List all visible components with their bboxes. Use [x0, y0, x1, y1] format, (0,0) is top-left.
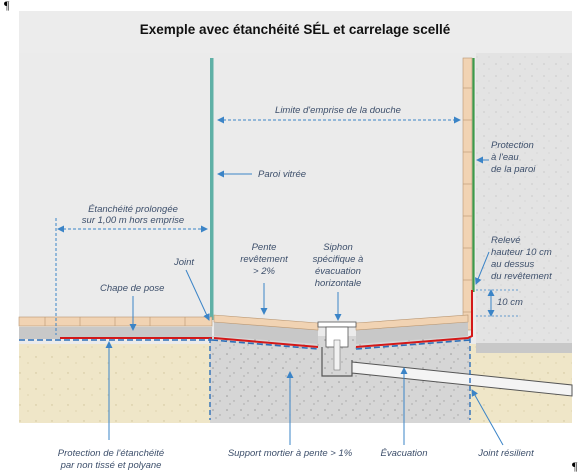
- label-releve-line1: Relevé: [491, 235, 521, 246]
- label-siphon-line2: spécifique à: [313, 254, 364, 265]
- label-protection-eau-line3: de la paroi: [491, 164, 536, 175]
- label-pente-line1: Pente: [252, 242, 277, 253]
- label-pente-line3: > 2%: [253, 266, 275, 277]
- leader-joint-resilient: [471, 389, 504, 446]
- label-releve-line2: hauteur 10 cm: [491, 247, 552, 258]
- label-etancheite-line2: sur 1,00 m hors emprise: [82, 215, 184, 226]
- label-10cm: 10 cm: [497, 297, 523, 308]
- shower-membrane: [211, 339, 471, 350]
- diagram-title: Exemple avec étanchéité SÉL et carrelage…: [140, 22, 451, 37]
- wall-tiles: [462, 57, 473, 331]
- sloped-mortar-support: [210, 336, 470, 423]
- label-protection-eau-line1: Protection: [491, 140, 534, 151]
- shower-waterproofing: [213, 290, 473, 348]
- label-siphon-line3: évacuation: [315, 266, 361, 277]
- label-siphon-line4: horizontale: [315, 278, 361, 289]
- shower-mortar-bed: [214, 322, 318, 344]
- siphon-drain: [317, 321, 357, 377]
- shower-floor-tiles: [213, 314, 469, 331]
- label-protection-eau-line2: à l'eau: [491, 152, 519, 163]
- label-pente-line2: revêtement: [240, 254, 288, 265]
- label-joint-resilient: Joint résilient: [477, 448, 534, 459]
- label-joint: Joint: [173, 257, 194, 268]
- title-band: [19, 11, 572, 53]
- shower-mortar-bed-right: [356, 322, 468, 344]
- label-evacuation: Évacuation: [380, 448, 427, 459]
- right-floor-mortar: [476, 343, 572, 353]
- label-releve-line3: au dessus: [491, 259, 535, 270]
- label-support-mortier: Support mortier à pente > 1%: [228, 448, 353, 459]
- leader-releve: [475, 251, 490, 285]
- label-siphon-line1: Siphon: [323, 242, 353, 253]
- dimension-etancheite-prolongee: [55, 218, 208, 335]
- label-chape-pose: Chape de pose: [100, 283, 164, 294]
- label-limite-emprise: Limite d'emprise de la douche: [275, 105, 401, 116]
- wall-masonry: [476, 53, 572, 348]
- leader-joint: [185, 269, 210, 321]
- pilcrow-bottom: ¶: [572, 459, 578, 473]
- dimension-10cm: [476, 289, 520, 317]
- label-etancheite-line1: Étanchéité prolongée: [88, 204, 178, 215]
- pilcrow-top: ¶: [4, 0, 10, 12]
- left-floor-tiles: [18, 316, 213, 327]
- left-mortar-bed: [19, 327, 212, 339]
- label-protection-etancheite-line1: Protection de l'étanchéité: [58, 448, 164, 459]
- label-releve-line4: du revêtement: [491, 271, 552, 282]
- glass-partition: [210, 58, 214, 320]
- label-paroi-vitree: Paroi vitrée: [258, 169, 306, 180]
- label-protection-etancheite-line2: par non tissé et polyane: [60, 460, 162, 471]
